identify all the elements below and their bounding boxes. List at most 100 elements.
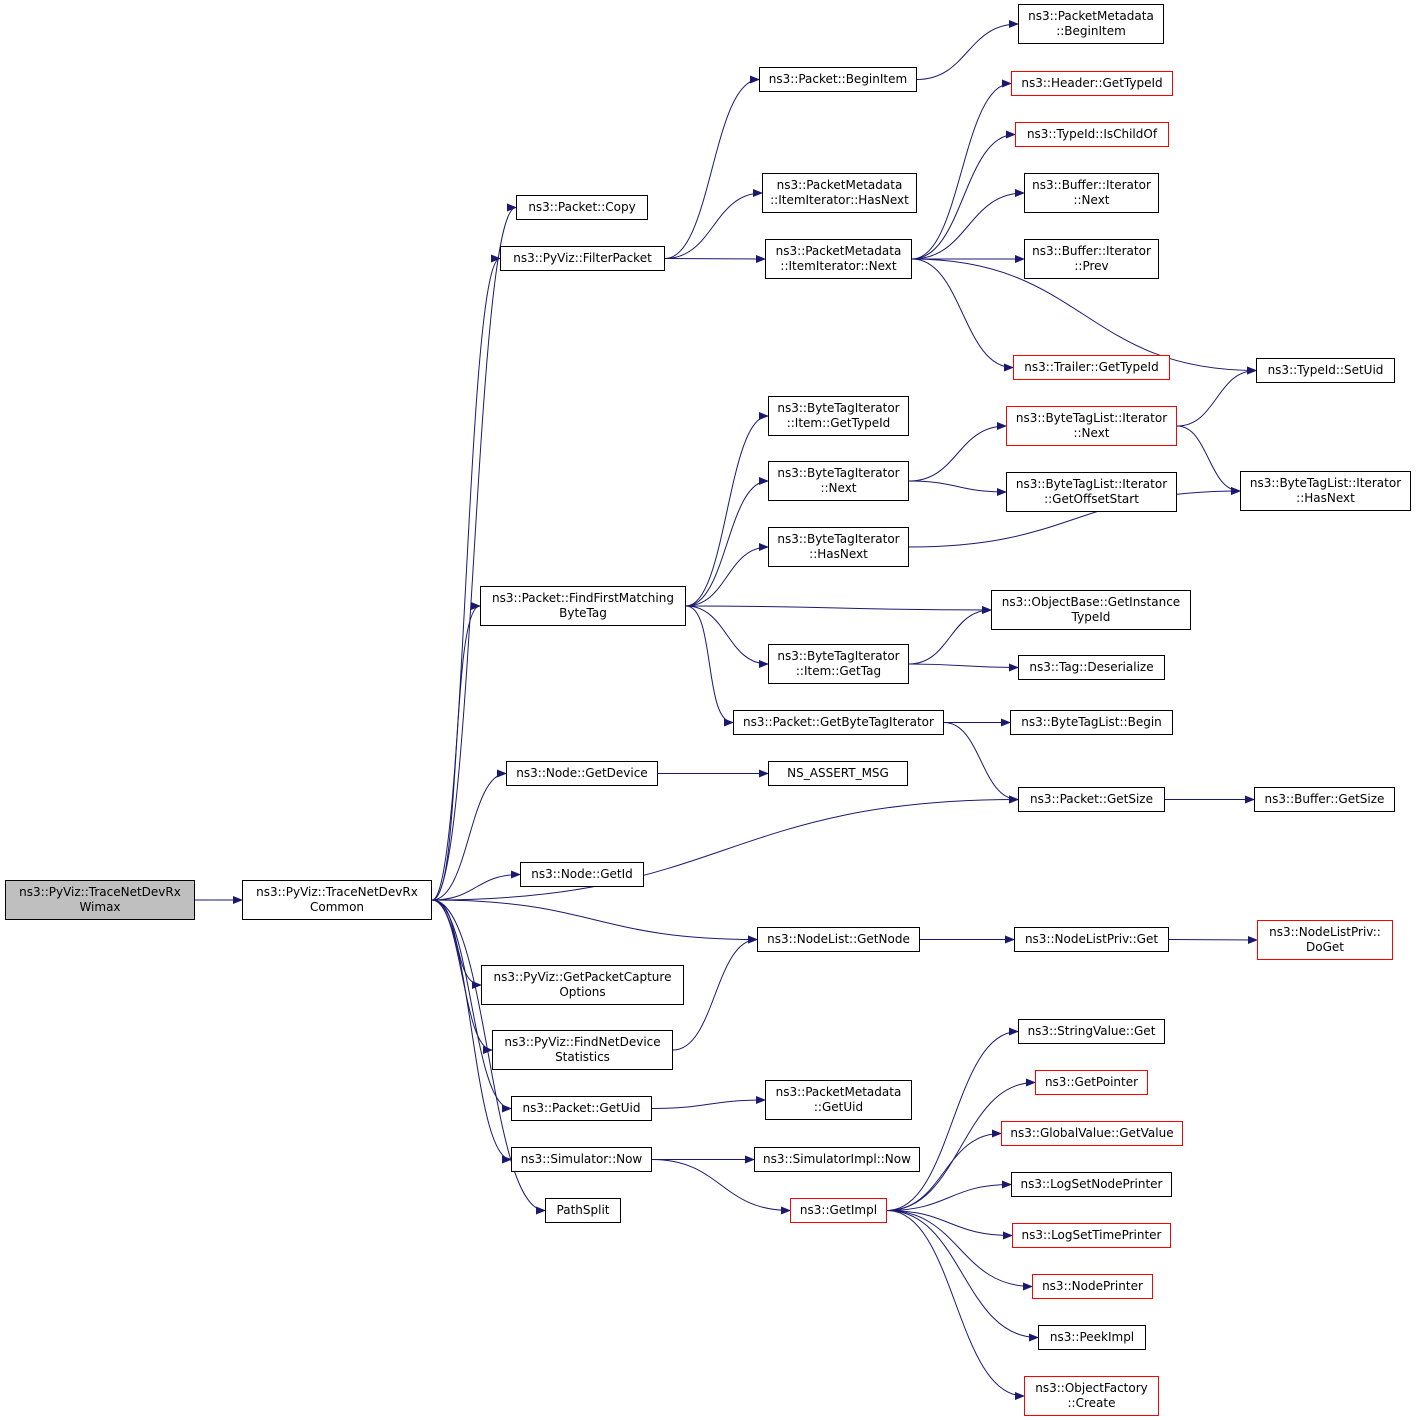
node-label: ns3::Packet::GetSize: [1030, 792, 1153, 806]
node-node-getdevice[interactable]: ns3::Node::GetDevice: [506, 761, 658, 786]
edge-getbti-to-pkt_getsize: [943, 722, 1019, 804]
edge-bti_next-to-btl_offset: [908, 480, 1007, 496]
node-label: ::ItemIterator::Next: [780, 259, 897, 273]
node-label: ns3::Node::GetDevice: [516, 766, 648, 780]
edge-pkt_getuid-to-pm_getuid: [651, 1096, 766, 1109]
node-label: ns3::NodeListPriv::: [1269, 925, 1381, 939]
node-label: ns3::Trailer::GetTypeId: [1024, 360, 1159, 374]
node-label: ns3::Packet::BeginItem: [768, 72, 908, 86]
node-label: ns3::LogSetTimePrinter: [1021, 1228, 1162, 1242]
node-bti-gettag[interactable]: ns3::ByteTagIterator::Item::GetTag: [768, 644, 909, 684]
node-label: ns3::NodeListPriv::Get: [1024, 932, 1159, 946]
node-hdr-typeid[interactable]: ns3::Header::GetTypeId: [1011, 71, 1173, 96]
node-nlp-get[interactable]: ns3::NodeListPriv::Get: [1014, 927, 1169, 952]
edge-common-to-node_getdevice: [431, 769, 507, 901]
edge-pm_next-to-ischildof: [911, 130, 1016, 260]
node-pkt-getsize[interactable]: ns3::Packet::GetSize: [1018, 787, 1165, 812]
node-label: Options: [559, 985, 606, 999]
node-btl-next[interactable]: ns3::ByteTagList::Iterator::Next: [1006, 406, 1177, 446]
node-strval-get[interactable]: ns3::StringValue::Get: [1018, 1019, 1165, 1044]
node-pm-hasnext[interactable]: ns3::PacketMetadata::ItemIterator::HasNe…: [762, 173, 917, 213]
node-label: ns3::NodePrinter: [1042, 1279, 1143, 1293]
node-btl-begin[interactable]: ns3::ByteTagList::Begin: [1010, 710, 1173, 735]
node-label: ns3::Buffer::Iterator: [1032, 244, 1151, 258]
node-node-getid[interactable]: ns3::Node::GetId: [520, 862, 644, 887]
node-lognodeprinter[interactable]: ns3::LogSetNodePrinter: [1011, 1172, 1172, 1197]
node-pm-next[interactable]: ns3::PacketMetadata::ItemIterator::Next: [765, 239, 912, 279]
node-gv-getvalue[interactable]: ns3::GlobalValue::GetValue: [1001, 1121, 1183, 1146]
edge-pm_next-to-trl_typeid: [911, 258, 1014, 372]
node-pm-getuid[interactable]: ns3::PacketMetadata::GetUid: [765, 1080, 912, 1120]
node-label: ns3::ByteTagIterator: [777, 466, 900, 480]
node-buf-next[interactable]: ns3::Buffer::Iterator::Next: [1024, 173, 1159, 213]
node-buf-getsize[interactable]: ns3::Buffer::GetSize: [1254, 787, 1395, 812]
node-label: ::GetOffsetStart: [1044, 492, 1139, 506]
node-label: ns3::GetPointer: [1044, 1075, 1139, 1089]
node-bti-hasnext[interactable]: ns3::ByteTagIterator::HasNext: [768, 527, 909, 567]
node-label: ::Prev: [1074, 259, 1109, 273]
node-getbti[interactable]: ns3::Packet::GetByteTagIterator: [733, 710, 944, 735]
node-label: ns3::Packet::Copy: [528, 200, 636, 214]
node-pm-beginitem[interactable]: ns3::PacketMetadata::BeginItem: [1018, 4, 1164, 44]
node-peekimpl[interactable]: ns3::PeekImpl: [1038, 1325, 1146, 1350]
node-objfactory[interactable]: ns3::ObjectFactory::Create: [1024, 1376, 1159, 1416]
node-label: ns3::ByteTagIterator: [777, 532, 900, 546]
node-nodeprinter[interactable]: ns3::NodePrinter: [1032, 1274, 1153, 1299]
edge-pm_next-to-setuid: [911, 258, 1257, 375]
node-sim-now[interactable]: ns3::Simulator::Now: [511, 1147, 652, 1172]
node-copy[interactable]: ns3::Packet::Copy: [516, 195, 648, 220]
node-btl-hasnext[interactable]: ns3::ByteTagList::Iterator::HasNext: [1240, 471, 1411, 511]
node-beginitem[interactable]: ns3::Packet::BeginItem: [759, 67, 917, 92]
node-label: ns3::Packet::GetByteTagIterator: [743, 715, 934, 729]
node-label: ns3::Packet::GetUid: [522, 1101, 641, 1115]
node-simimpl-now[interactable]: ns3::SimulatorImpl::Now: [754, 1147, 920, 1172]
node-pkt-getuid[interactable]: ns3::Packet::GetUid: [511, 1096, 652, 1121]
node-label: ns3::PyViz::TraceNetDevRx: [256, 885, 418, 899]
node-label: NS_ASSERT_MSG: [787, 766, 889, 780]
node-label: ns3::LogSetNodePrinter: [1020, 1177, 1163, 1191]
edge-btl_next-to-btl_hasnext: [1176, 425, 1241, 495]
node-filter[interactable]: ns3::PyViz::FilterPacket: [500, 246, 665, 271]
node-buf-prev[interactable]: ns3::Buffer::Iterator::Prev: [1024, 239, 1159, 279]
edge-nlp_get-to-nlp_doget: [1168, 935, 1258, 944]
node-tag-deser[interactable]: ns3::Tag::Deserialize: [1018, 655, 1165, 680]
node-label: ns3::PacketMetadata: [1028, 9, 1154, 23]
edge-common-to-node_getid: [431, 870, 521, 901]
node-getpointer[interactable]: ns3::GetPointer: [1035, 1070, 1148, 1095]
edge-getimpl-to-logtimeprinter: [886, 1210, 1013, 1240]
edge-common-to-pkt_getsize: [431, 795, 1019, 901]
node-label: ns3::ObjectBase::GetInstance: [1001, 595, 1181, 609]
edge-btl_next-to-setuid: [1176, 366, 1257, 427]
node-label: ns3::Simulator::Now: [520, 1152, 643, 1166]
edge-bti_next-to-btl_next: [908, 422, 1007, 482]
node-label: ns3::PacketMetadata: [775, 1085, 902, 1099]
node-label: ns3::PacketMetadata: [775, 244, 902, 258]
edge-filter-to-pm_next: [664, 254, 766, 263]
edge-filter-to-pm_hasnext: [664, 189, 763, 259]
edge-findfirst-to-getbti: [685, 605, 734, 727]
node-bti-gettypeid[interactable]: ns3::ByteTagIterator::Item::GetTypeId: [768, 396, 909, 436]
edge-findfirst-to-bti_hasnext: [685, 543, 769, 607]
node-btl-offset[interactable]: ns3::ByteTagList::Iterator::GetOffsetSta…: [1006, 472, 1177, 512]
node-label: ns3::Buffer::Iterator: [1032, 178, 1151, 192]
node-label: Statistics: [555, 1050, 610, 1064]
node-nsassert[interactable]: NS_ASSERT_MSG: [768, 761, 908, 786]
edge-common-to-nl_getnode: [431, 899, 758, 944]
node-trl-typeid[interactable]: ns3::Trailer::GetTypeId: [1013, 355, 1170, 380]
node-logtimeprinter[interactable]: ns3::LogSetTimePrinter: [1012, 1223, 1171, 1248]
node-nlp-doget[interactable]: ns3::NodeListPriv::DoGet: [1257, 920, 1393, 960]
node-getimpl[interactable]: ns3::GetImpl: [790, 1198, 887, 1223]
node-ischildof[interactable]: ns3::TypeId::IsChildOf: [1015, 122, 1169, 147]
node-nl-getnode[interactable]: ns3::NodeList::GetNode: [757, 927, 920, 952]
node-setuid[interactable]: ns3::TypeId::SetUid: [1256, 358, 1395, 383]
node-pathsplit[interactable]: PathSplit: [545, 1198, 621, 1223]
node-bti-next[interactable]: ns3::ByteTagIterator::Next: [768, 461, 909, 501]
edge-common-to-copy: [431, 203, 517, 901]
